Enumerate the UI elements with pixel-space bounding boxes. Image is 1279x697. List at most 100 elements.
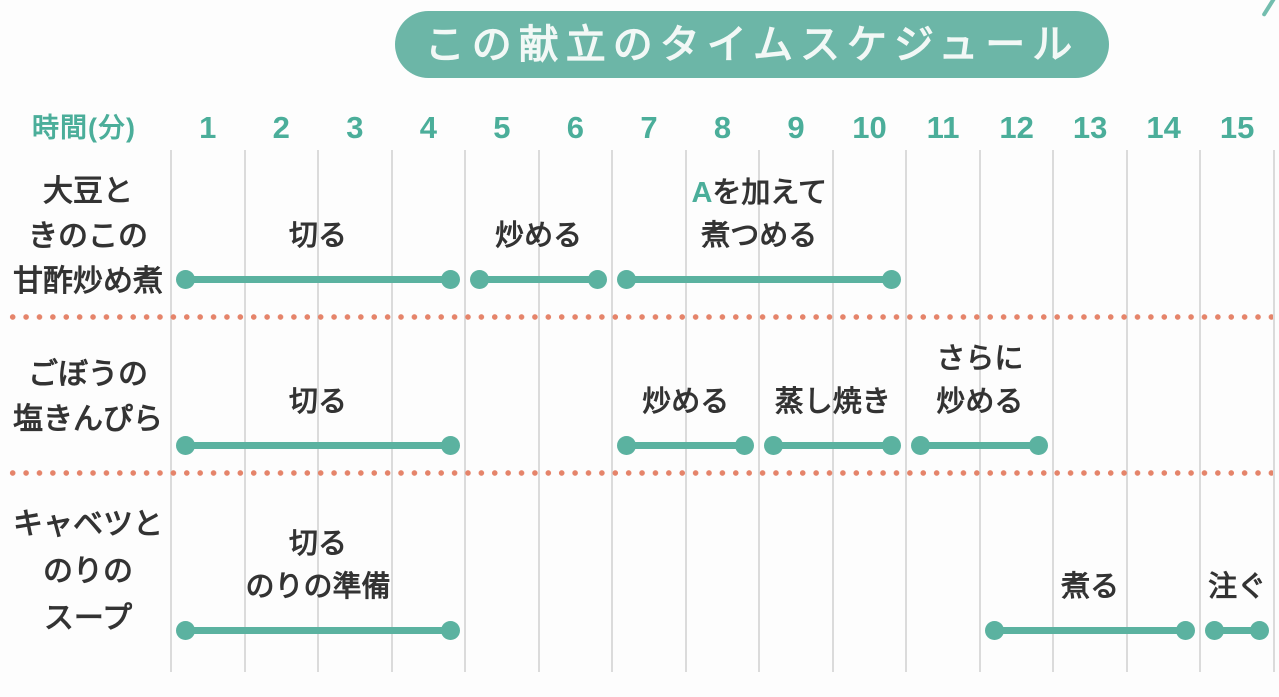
task-label-line: 切る xyxy=(289,386,348,418)
task-label-line: 炒める xyxy=(936,386,1024,418)
task-start-dot xyxy=(911,436,931,455)
chart-title-badge: この献立のタイムスケジュール xyxy=(395,11,1109,78)
task-label-line: 切る xyxy=(289,528,348,560)
task-bar-line xyxy=(1213,627,1261,634)
task-start-dot xyxy=(470,270,490,289)
task-label-line: 炒める xyxy=(642,386,730,418)
axis-tick-6: 6 xyxy=(566,110,585,145)
grid-line-minute-14 xyxy=(1199,150,1202,672)
task-label: 切るのりの準備 xyxy=(158,523,478,609)
task-bar xyxy=(764,435,902,455)
task-label-line: 煮つめる xyxy=(701,220,818,252)
task-label-line: Aを加えて xyxy=(691,177,827,209)
grid-line-minute-5 xyxy=(537,150,540,672)
task-bar xyxy=(911,435,1049,455)
task-start-dot xyxy=(617,270,637,289)
task-bar-line xyxy=(625,442,747,449)
grid-line-minute-12 xyxy=(1052,150,1055,672)
task-label: 炒める xyxy=(379,215,699,258)
task-end-dot xyxy=(441,270,461,289)
task-label-line: のりの準備 xyxy=(245,571,391,603)
task-label: 切る xyxy=(158,215,478,258)
grid-line-minute-10 xyxy=(905,150,908,672)
task-label: Aを加えて煮つめる xyxy=(599,172,919,258)
task-bar-line xyxy=(625,276,894,283)
task-start-dot xyxy=(764,436,784,455)
task-start-dot xyxy=(617,436,637,455)
task-label: 煮る xyxy=(930,566,1250,609)
axis-tick-1: 1 xyxy=(199,110,217,145)
task-label: 注ぐ xyxy=(1077,566,1279,609)
axis-tick-12: 12 xyxy=(999,110,1034,145)
axis-tick-5: 5 xyxy=(493,110,511,145)
task-label-line: 切る xyxy=(289,220,348,252)
axis-tick-8: 8 xyxy=(713,110,732,145)
row-separator-2 xyxy=(6,470,1273,476)
axis-tick-14: 14 xyxy=(1146,110,1181,145)
grid-line-minute-8 xyxy=(758,150,761,672)
grid-line-minute-9 xyxy=(831,150,834,672)
task-start-dot xyxy=(176,621,195,640)
task-end-dot xyxy=(882,270,902,289)
task-label: 蒸し焼き xyxy=(673,381,993,424)
task-end-dot xyxy=(1249,621,1269,640)
grid-line-minute-0 xyxy=(170,150,172,672)
task-start-dot xyxy=(984,621,1004,640)
grid-line-minute-4 xyxy=(464,150,467,672)
task-bar-line xyxy=(919,442,1041,449)
task-label-line: 注ぐ xyxy=(1208,571,1267,603)
dish-name-line: 大豆と xyxy=(43,175,133,208)
axis-tick-9: 9 xyxy=(787,110,805,145)
axis-tick-10: 10 xyxy=(852,110,887,145)
task-label: 切る xyxy=(158,381,478,424)
axis-tick-15: 15 xyxy=(1219,110,1255,145)
dish-name-line: スープ xyxy=(43,602,133,635)
axis-tick-7: 7 xyxy=(640,110,658,145)
dish-name-line: 甘酢炒め煮 xyxy=(13,265,163,298)
task-bar-line xyxy=(478,276,600,283)
grid-line-minute-15 xyxy=(1272,150,1275,672)
dish-name-line: きのこの xyxy=(28,220,148,253)
task-bar xyxy=(617,269,902,289)
grid-line-minute-11 xyxy=(978,150,981,672)
task-bar xyxy=(176,435,461,455)
task-bar-line xyxy=(992,627,1188,634)
grid-line-minute-2 xyxy=(317,150,320,672)
task-bar xyxy=(1205,620,1269,640)
task-bar xyxy=(984,620,1196,640)
task-bar-line xyxy=(184,442,453,449)
task-end-dot xyxy=(1029,436,1049,455)
task-end-dot xyxy=(441,436,461,455)
axis-tick-13: 13 xyxy=(1072,110,1108,145)
task-bar-line xyxy=(184,276,453,283)
task-start-dot xyxy=(176,270,195,289)
task-label: 炒める xyxy=(526,381,846,424)
task-bar xyxy=(470,269,608,289)
task-bar-line xyxy=(184,627,453,634)
dish-name-line: のりの xyxy=(43,555,133,588)
row-separator-1 xyxy=(6,314,1273,320)
task-start-dot xyxy=(1205,621,1225,640)
dish-name-line: キャベツと xyxy=(13,508,163,541)
grid-line-minute-7 xyxy=(684,150,687,672)
dish-name-line: 塩きんぴら xyxy=(13,403,163,436)
task-end-dot xyxy=(735,436,755,455)
task-end-dot xyxy=(588,270,608,289)
grid-line-minute-1 xyxy=(243,150,246,672)
task-label-line: 煮る xyxy=(1061,571,1120,603)
task-start-dot xyxy=(176,436,195,455)
decorative-stroke xyxy=(1261,0,1279,18)
time-axis-label: 時間(分) xyxy=(32,113,136,143)
task-end-dot xyxy=(441,621,461,640)
axis-tick-2: 2 xyxy=(272,110,290,145)
task-bar xyxy=(617,435,755,455)
task-bar xyxy=(176,269,461,289)
grid-line-minute-13 xyxy=(1125,150,1128,672)
task-bar xyxy=(176,620,461,640)
task-bar-line xyxy=(772,442,894,449)
accent-character: A xyxy=(691,177,713,209)
task-label-line: 蒸し焼き xyxy=(774,386,891,418)
task-label-line: 炒める xyxy=(495,220,583,252)
grid-line-minute-3 xyxy=(390,150,393,672)
